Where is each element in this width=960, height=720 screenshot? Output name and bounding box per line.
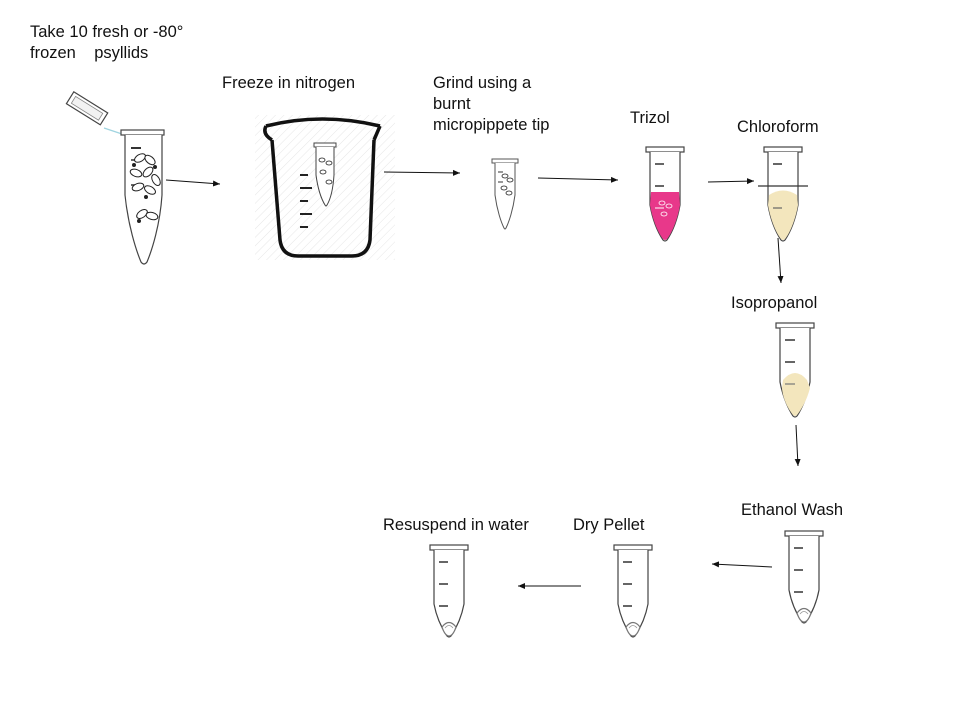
arrow-freeze-to-grind <box>383 169 461 176</box>
psyllid-icons <box>129 153 161 223</box>
step-label-grind: Grind using a burnt micropippete tip <box>433 74 550 134</box>
small-tube-icon <box>313 142 337 207</box>
ethanol-tube-icon <box>784 530 824 624</box>
arrow-ethanol-to-dry <box>711 561 773 568</box>
arrow-grind-to-trizol <box>537 176 619 183</box>
step-label-resuspend: Resuspend in water <box>383 516 529 534</box>
isopropanol-tube-icon <box>775 322 815 418</box>
step-label-isopropanol: Isopropanol <box>731 294 818 312</box>
resuspend-tube-icon <box>429 544 469 638</box>
step-label-freeze: Freeze in nitrogen <box>222 74 355 92</box>
trizol-tube-icon <box>645 146 685 242</box>
dry-pellet-tube-icon <box>613 544 653 638</box>
step-label-chloroform: Chloroform <box>737 118 819 136</box>
step-label-start: Take 10 fresh or -80° frozen psyllids <box>30 23 184 62</box>
beaker-nitrogen-icon <box>255 115 395 260</box>
arrow-chloroform-to-isopropanol <box>777 237 784 284</box>
step-label-ethanol: Ethanol Wash <box>741 501 844 519</box>
arrow-isopropanol-to-ethanol <box>794 424 801 467</box>
flow-arrows <box>165 169 801 589</box>
arrow-start-to-freeze <box>165 179 221 187</box>
tube-lid-icon <box>65 90 109 126</box>
grind-tube-icon <box>491 158 519 230</box>
step-label-dry: Dry Pellet <box>573 516 645 534</box>
step-label-trizol: Trizol <box>630 109 670 127</box>
arrow-trizol-to-chloroform <box>707 178 755 185</box>
tube-psyllids <box>65 90 165 265</box>
chloroform-tube-icon <box>758 146 808 242</box>
